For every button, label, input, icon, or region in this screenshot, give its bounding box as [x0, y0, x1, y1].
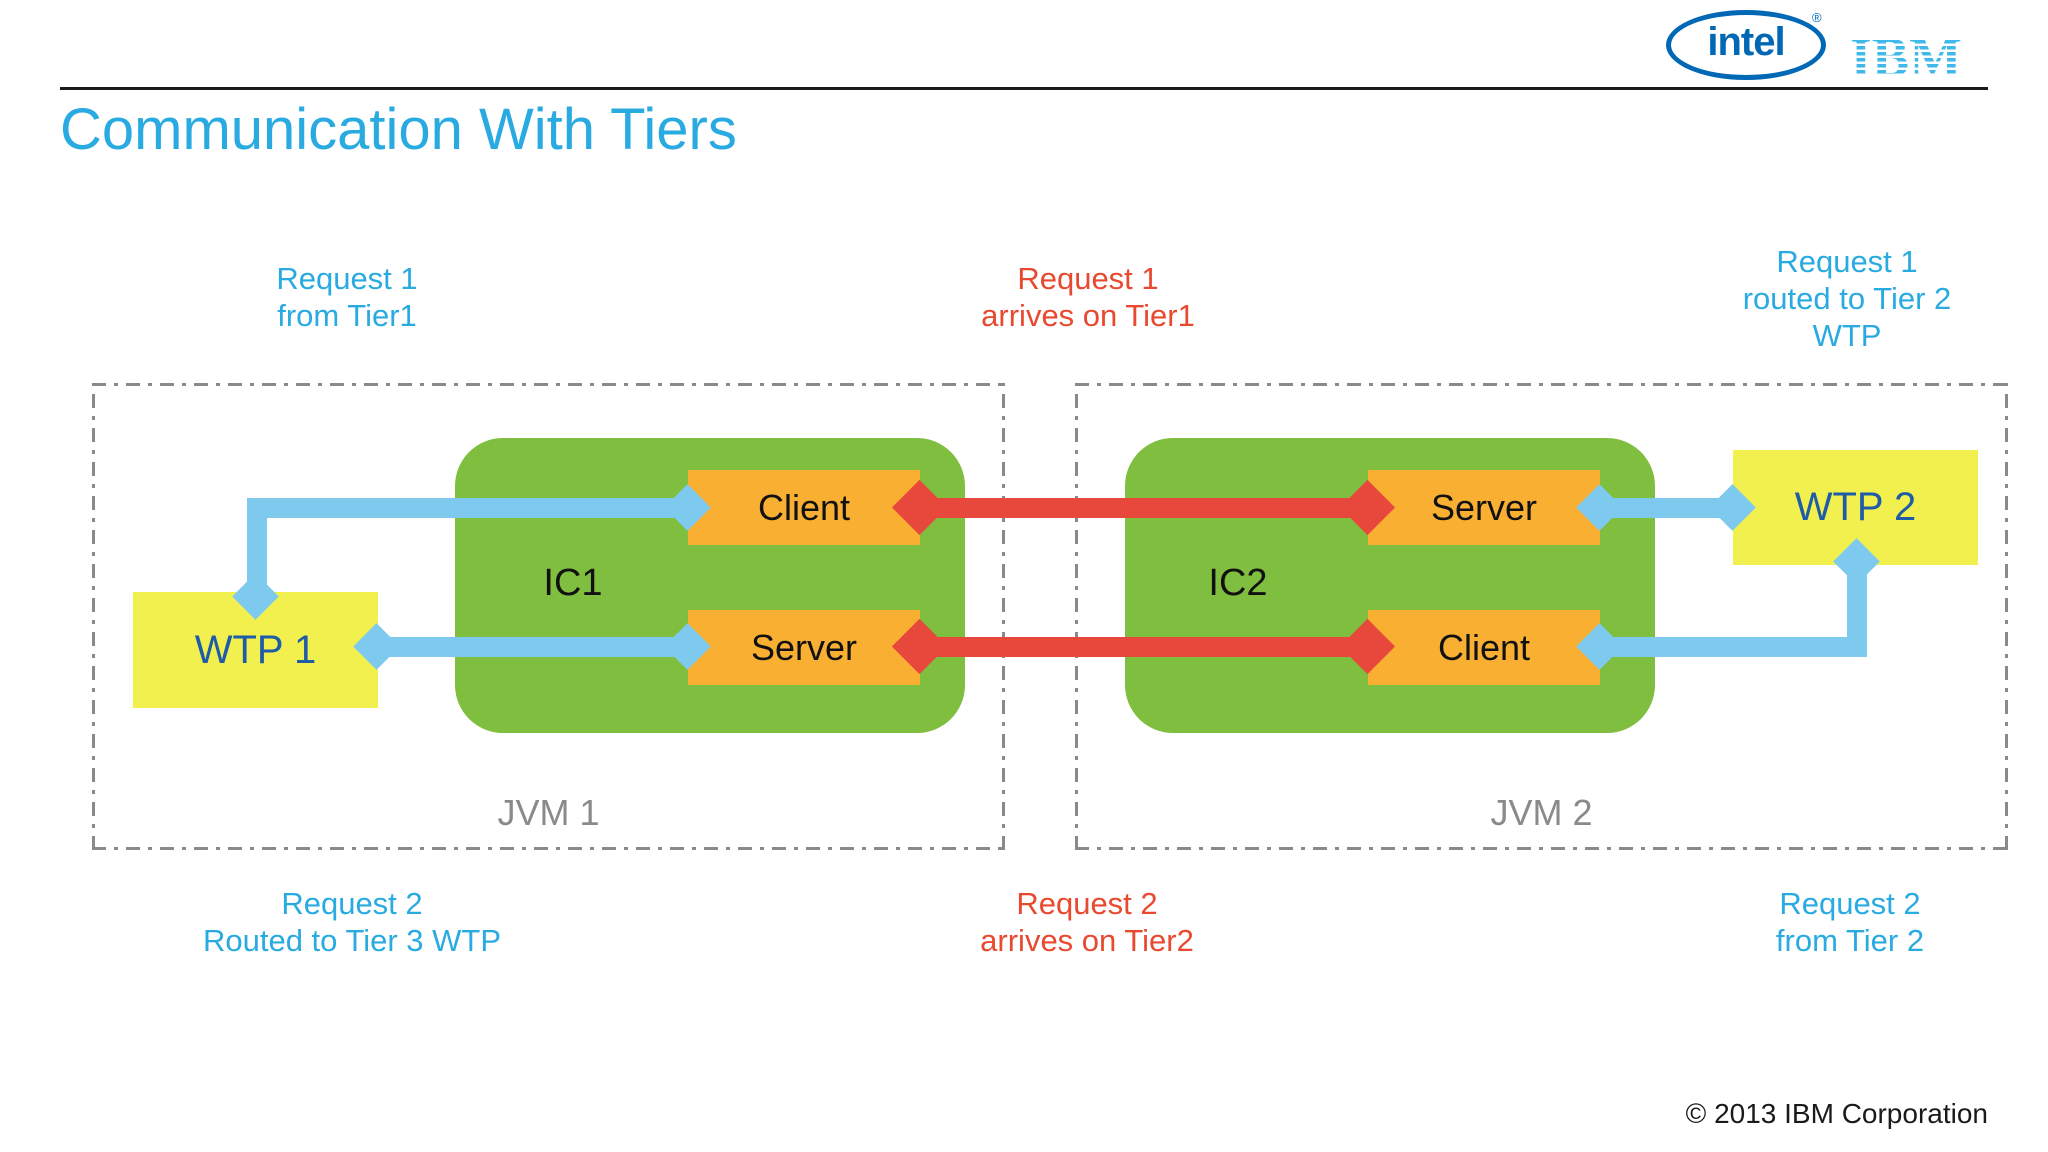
jvm2-label: JVM 2 [1490, 792, 1593, 833]
arrow-wtp1-to-client-horizontal [247, 498, 688, 518]
ibm-logo: IBM [1850, 30, 1992, 86]
annotation-request2-routed-tier3: Request 2 Routed to Tier 3 WTP [202, 886, 502, 958]
annotation-request2-from-tier2: Request 2 from Tier 2 [1775, 886, 1925, 958]
page-title: Communication With Tiers [60, 97, 737, 162]
header-divider [60, 87, 1988, 90]
intel-logo: intel [1666, 10, 1826, 80]
arrow-wtp1-to-client-vertical [247, 498, 267, 594]
arrow-request2-server-to-client [920, 637, 1368, 657]
annotation-request1-routed-tier2: Request 1 routed to Tier 2 WTP [1742, 244, 1952, 353]
jvm2-server-node: Server [1368, 470, 1600, 545]
arrow-request1-client-to-server [920, 498, 1368, 518]
jvm1-label: JVM 1 [497, 792, 600, 833]
ibm-logo-stripes [1850, 34, 1992, 82]
wtp1-box: WTP 1 [133, 592, 378, 708]
ic1-label: IC1 [543, 562, 603, 604]
arrow-server-to-wtp2 [1600, 498, 1733, 518]
annotation-request2-arrives-tier2: Request 2 arrives on Tier2 [980, 886, 1194, 958]
jvm1-client-node: Client [688, 470, 920, 545]
annotation-request1-from-tier1: Request 1 from Tier1 [276, 261, 418, 333]
intel-registered-mark: ® [1812, 10, 1822, 25]
annotation-request1-arrives-tier1: Request 1 arrives on Tier1 [981, 261, 1195, 333]
ic2-label: IC2 [1208, 562, 1268, 604]
arrow-client-to-wtp2-horizontal [1600, 637, 1867, 657]
arrow-client-to-wtp2-vertical [1847, 562, 1867, 657]
jvm1-server-node: Server [688, 610, 920, 685]
jvm2-client-node: Client [1368, 610, 1600, 685]
copyright-notice: © 2013 IBM Corporation [1685, 1098, 1988, 1129]
intel-logo-text: intel [1707, 19, 1785, 64]
arrow-wtp1-to-server [377, 637, 688, 657]
